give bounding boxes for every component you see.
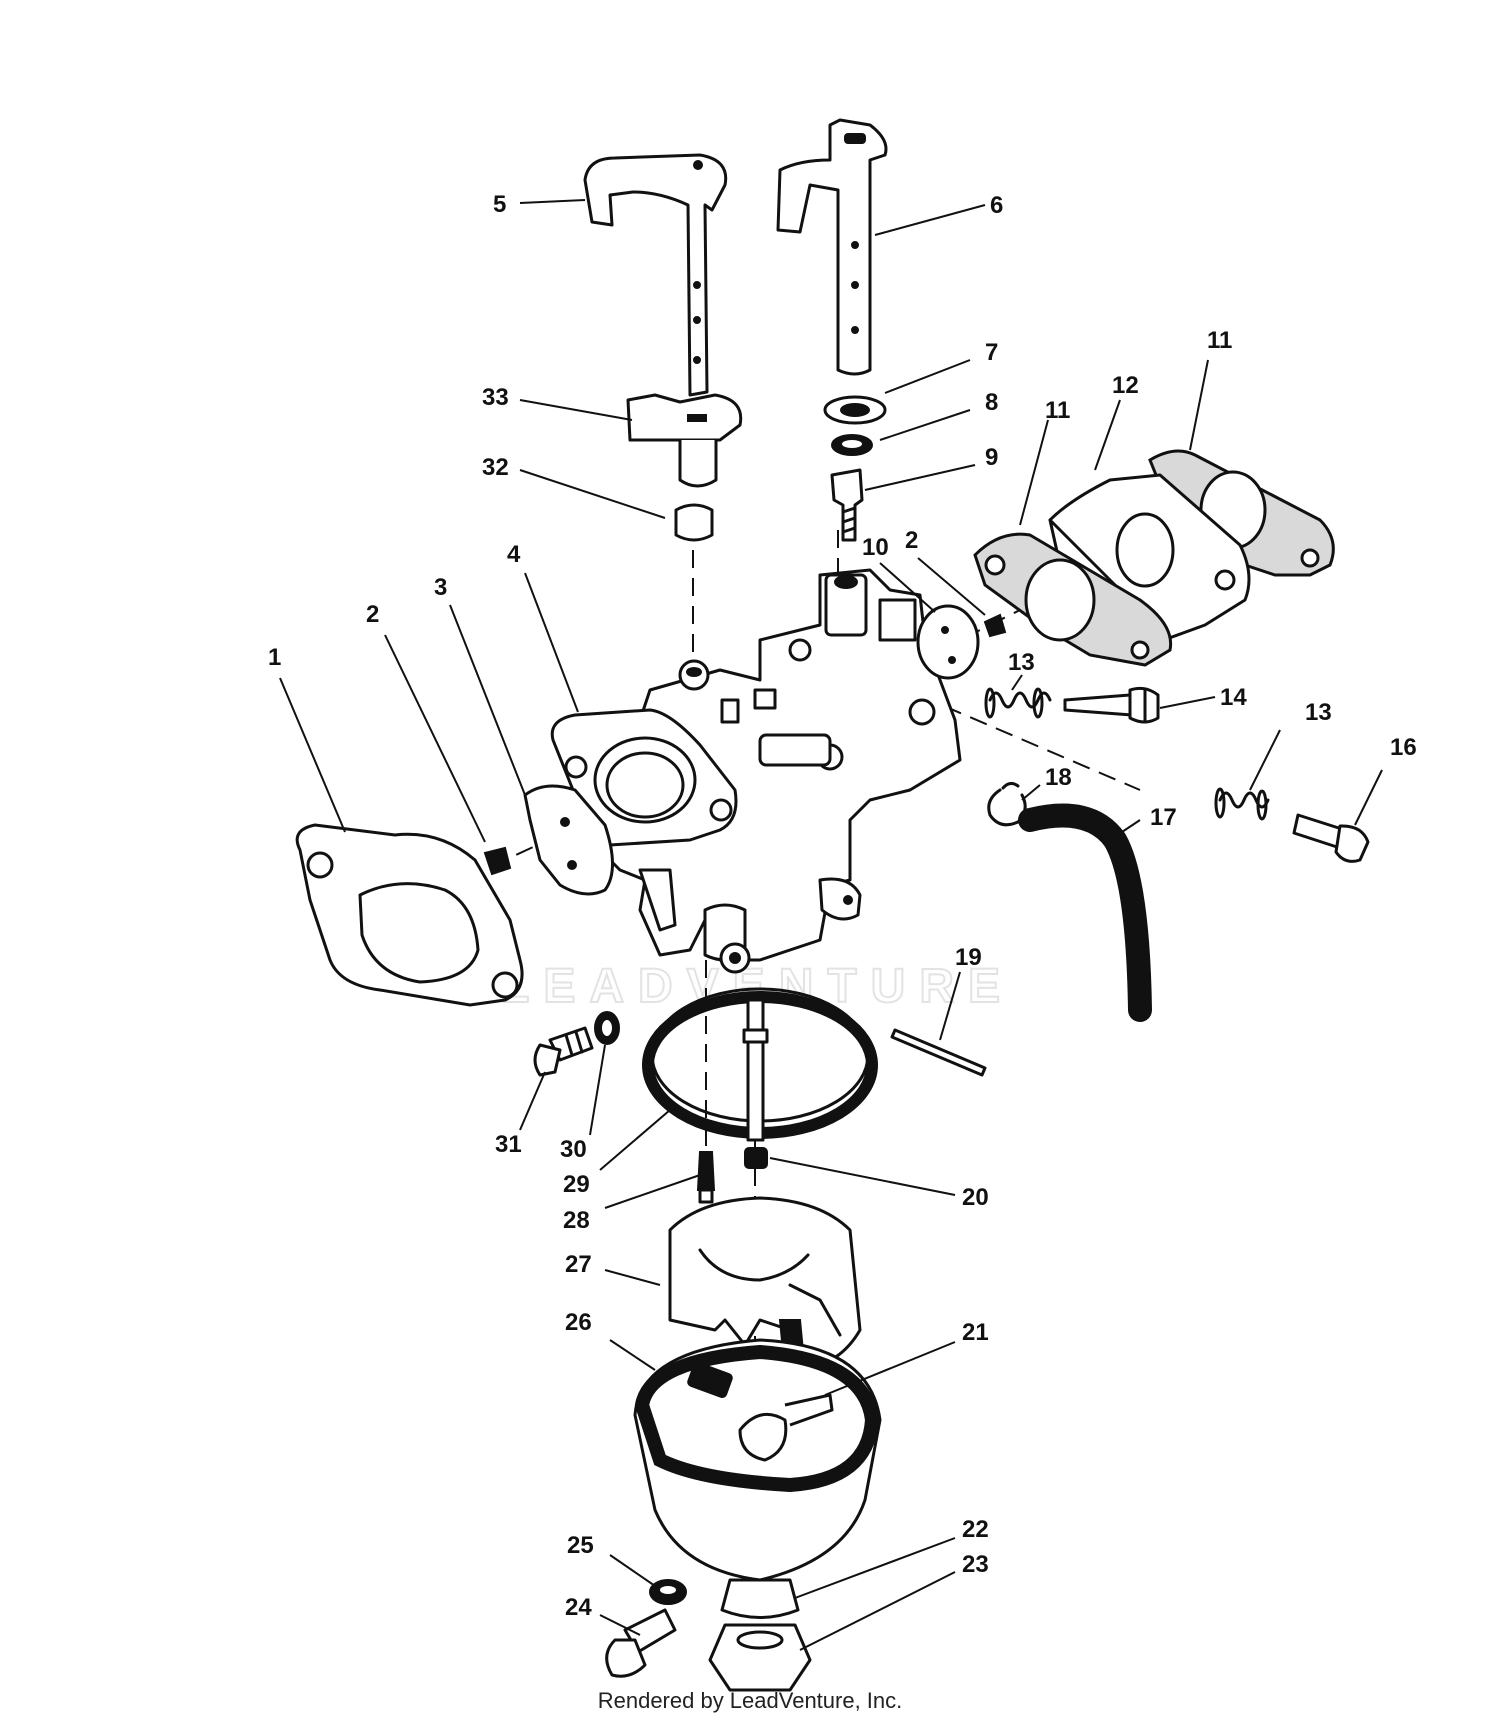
callout-24: 24 bbox=[565, 1594, 592, 1621]
callout-11a: 11 bbox=[1045, 397, 1070, 424]
choke-shaft-part bbox=[776, 118, 888, 376]
callout-7: 7 bbox=[985, 339, 998, 366]
bushing-part bbox=[674, 503, 714, 542]
main-jet-screw-part bbox=[533, 1026, 594, 1077]
drain-nut-part bbox=[708, 1623, 812, 1692]
callout-32: 32 bbox=[482, 454, 509, 481]
float-bowl-part bbox=[633, 1338, 882, 1582]
callout-13a: 13 bbox=[1008, 649, 1035, 676]
callout-27: 27 bbox=[565, 1251, 592, 1278]
mixture-screw-part bbox=[1292, 813, 1370, 863]
carburetor-body-part bbox=[550, 568, 962, 974]
callout-22: 22 bbox=[962, 1516, 989, 1543]
callout-19: 19 bbox=[955, 944, 982, 971]
callout-31: 31 bbox=[495, 1131, 522, 1158]
choke-screw-part bbox=[830, 468, 864, 542]
callout-9: 9 bbox=[985, 444, 998, 471]
callout-labels: 1 2 2 3 4 5 6 7 8 9 10 11 11 12 13 13 14… bbox=[268, 191, 1417, 1621]
washer-part bbox=[823, 395, 887, 425]
callout-30: 30 bbox=[560, 1136, 587, 1163]
callout-8: 8 bbox=[985, 389, 998, 416]
footer-credit: Rendered by LeadVenture, Inc. bbox=[597, 1688, 903, 1713]
emulsion-tube-part bbox=[742, 998, 769, 1142]
intake-gasket-front-part bbox=[973, 532, 1173, 667]
choke-plate-screw-part bbox=[983, 613, 1007, 638]
throttle-plate-screw-part bbox=[483, 846, 512, 876]
leader-lines bbox=[279, 199, 1383, 1651]
callout-1: 1 bbox=[268, 644, 281, 671]
callout-33: 33 bbox=[482, 384, 509, 411]
throttle-shaft-lever-part bbox=[626, 393, 743, 488]
callout-3: 3 bbox=[434, 574, 447, 601]
float-pin-part bbox=[890, 1028, 987, 1077]
mounting-gasket-part bbox=[295, 823, 524, 1007]
idle-screw-part bbox=[1063, 686, 1160, 724]
throttle-plate-part bbox=[523, 784, 614, 896]
callout-12: 12 bbox=[1112, 372, 1139, 399]
callout-5: 5 bbox=[493, 191, 506, 218]
inlet-needle-part bbox=[696, 1151, 716, 1204]
needle-seat-part bbox=[744, 1147, 768, 1169]
mixture-spring-part bbox=[1214, 787, 1270, 821]
choke-plate-part bbox=[916, 604, 980, 680]
callout-13b: 13 bbox=[1305, 699, 1332, 726]
callout-21: 21 bbox=[962, 1319, 989, 1346]
callout-11b: 11 bbox=[1207, 327, 1232, 354]
callout-20: 20 bbox=[962, 1184, 989, 1211]
callout-4: 4 bbox=[507, 541, 521, 568]
bowl-washer-part bbox=[649, 1579, 687, 1605]
callout-28: 28 bbox=[563, 1207, 590, 1234]
seal-part bbox=[831, 434, 873, 456]
callout-26: 26 bbox=[565, 1309, 592, 1336]
callout-2b: 2 bbox=[905, 527, 918, 554]
callout-10: 10 bbox=[862, 534, 889, 561]
bowl-screw-part bbox=[605, 1608, 677, 1678]
throttle-lever-part bbox=[583, 153, 728, 397]
callout-2a: 2 bbox=[366, 601, 379, 628]
callout-29: 29 bbox=[563, 1171, 590, 1198]
callout-18: 18 bbox=[1045, 764, 1072, 791]
main-jet-washer-part bbox=[594, 1011, 620, 1045]
callout-25: 25 bbox=[567, 1532, 594, 1559]
callout-14: 14 bbox=[1220, 684, 1247, 711]
callout-23: 23 bbox=[962, 1551, 989, 1578]
callout-17: 17 bbox=[1150, 804, 1177, 831]
callout-16: 16 bbox=[1390, 734, 1417, 761]
callout-6: 6 bbox=[990, 192, 1003, 219]
idle-spring-part bbox=[984, 687, 1052, 719]
fuel-hose-part bbox=[1018, 803, 1152, 1022]
bowl-drain-part bbox=[720, 1578, 800, 1619]
